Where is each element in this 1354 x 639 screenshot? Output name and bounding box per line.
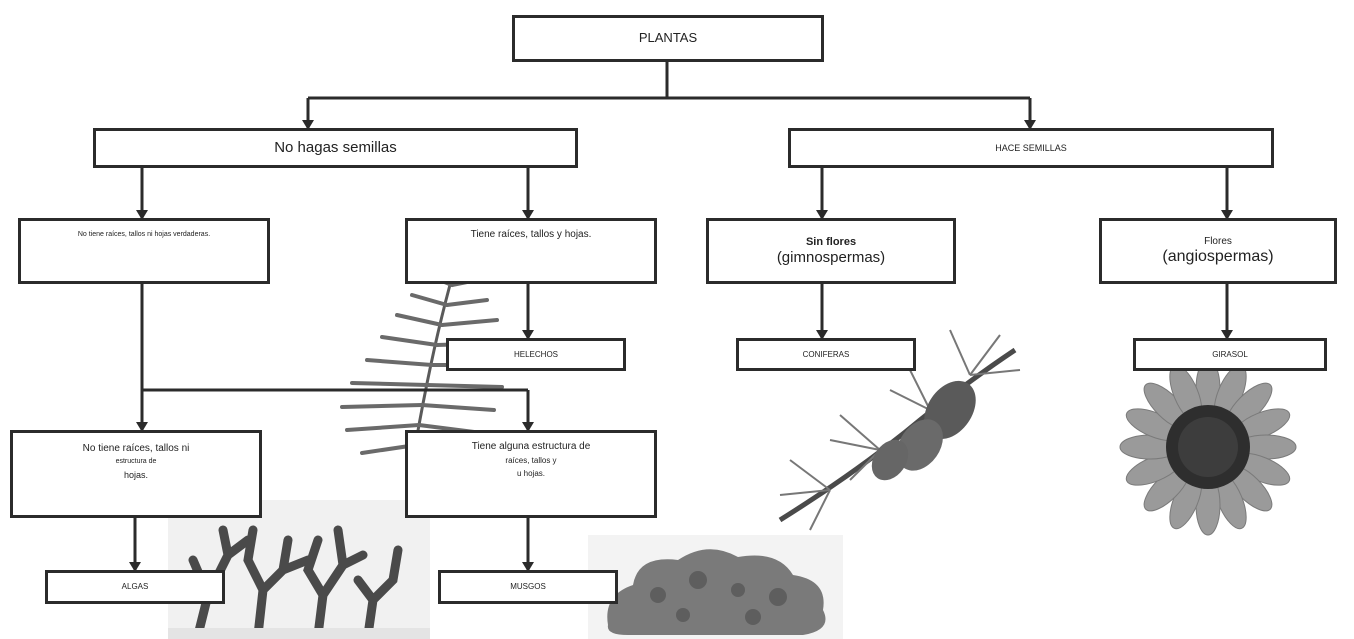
ferns-label: HELECHOS [513, 349, 558, 359]
no-structure-line3: hojas. [123, 469, 149, 480]
sunflower-image [1119, 358, 1297, 536]
has-roots-label: Tiene raíces, tallos y hojas. [470, 229, 592, 240]
some-structure-line2: raíces, tallos y [505, 455, 557, 465]
conifers-node: CONIFERAS [736, 338, 916, 371]
some-structure-line1: Tiene alguna estructura de [471, 441, 591, 452]
moss-image [588, 535, 843, 639]
no-seeds-node: No hagas semillas [93, 128, 578, 168]
no-true-roots-label: No tiene raíces, tallos ni hojas verdade… [77, 231, 211, 238]
flowers-label: Flores [1204, 236, 1232, 248]
angiosperms-label: (angiospermas) [1162, 247, 1274, 265]
some-structure-node: Tiene alguna estructura de raíces, tallo… [405, 430, 657, 518]
sunflower-label: GIRASOL [1212, 349, 1248, 359]
algae-label: ALGAS [121, 582, 149, 592]
seeds-node: HACE SEMILLAS [788, 128, 1274, 168]
no-structure-line2: estructura de [115, 457, 157, 465]
mosses-node: MUSGOS [438, 570, 618, 604]
algae-node: ALGAS [45, 570, 225, 604]
conifers-label: CONIFERAS [802, 349, 850, 359]
has-roots-node: Tiene raíces, tallos y hojas. [405, 218, 657, 284]
coral-algae-image [168, 500, 430, 639]
gymnosperms-label: (gimnospermas) [776, 248, 886, 266]
mosses-label: MUSGOS [510, 582, 546, 592]
angiosperms-node: Flores (angiospermas) [1099, 218, 1337, 284]
some-structure-line3: u hojas. [516, 468, 546, 478]
root-node: PLANTAS [512, 15, 824, 62]
gymnosperms-node: Sin flores (gimnospermas) [706, 218, 956, 284]
root-label: PLANTAS [638, 30, 698, 46]
sunflower-node: GIRASOL [1133, 338, 1327, 371]
no-structure-node: No tiene raíces, tallos ni estructura de… [10, 430, 262, 518]
no-seeds-label: No hagas semillas [274, 139, 397, 157]
no-structure-line1: No tiene raíces, tallos ni [82, 443, 190, 454]
conifer-branch-image [778, 329, 1021, 531]
no-flowers-label: Sin flores [805, 236, 857, 249]
seeds-label: HACE SEMILLAS [995, 142, 1067, 153]
ferns-node: HELECHOS [446, 338, 626, 371]
no-true-roots-node: No tiene raíces, tallos ni hojas verdade… [18, 218, 270, 284]
